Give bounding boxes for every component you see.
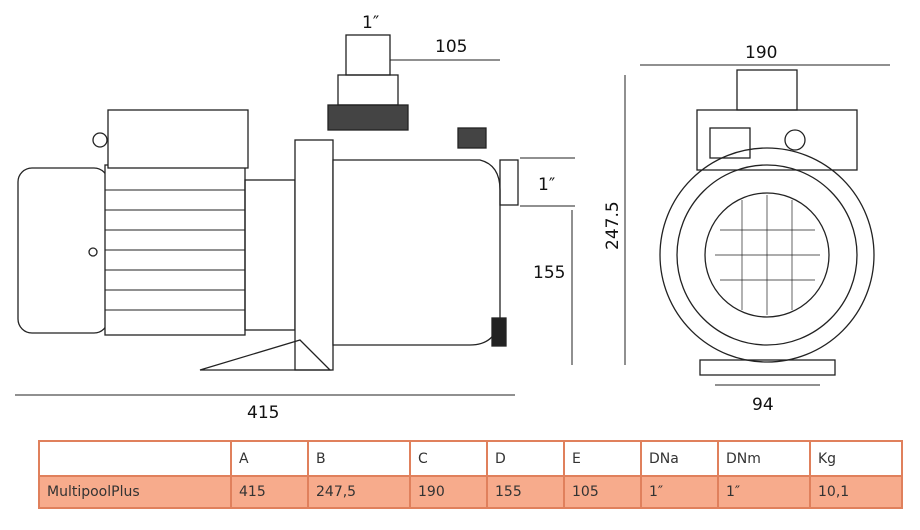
- header-cell: A: [230, 440, 309, 477]
- table-row: MultipoolPlus 415 247,5 190 155 105 1″ 1…: [38, 475, 903, 509]
- value-cell: 10,1: [809, 475, 903, 509]
- value-cell: 1″: [640, 475, 719, 509]
- header-cell: Kg: [809, 440, 903, 477]
- header-cell: E: [563, 440, 642, 477]
- pump-technical-drawing: 1″ 105 1″ 155 415 190 247.5 94: [15, 13, 890, 423]
- value-cell: 190: [409, 475, 488, 509]
- inlet-offset-label: 105: [435, 37, 467, 57]
- header-cell: C: [409, 440, 488, 477]
- value-cell: 155: [486, 475, 565, 509]
- foot-width-label: 94: [752, 395, 774, 415]
- value-cell: 105: [563, 475, 642, 509]
- inlet-size-label: 1″: [362, 13, 379, 33]
- table-header-row: A B C D E DNa DNm Kg: [38, 440, 903, 477]
- header-cell: D: [486, 440, 565, 477]
- front-view: [659, 69, 875, 376]
- dimensions-table: A B C D E DNa DNm Kg MultipoolPlus 415 2…: [38, 440, 903, 509]
- overall-length-label: 415: [247, 403, 279, 423]
- value-cell: 247,5: [307, 475, 411, 509]
- dimension-lines: [15, 59, 890, 396]
- width-label: 190: [745, 43, 777, 63]
- header-cell: B: [307, 440, 411, 477]
- header-cell: DNa: [640, 440, 719, 477]
- header-cell: [38, 440, 232, 477]
- outlet-height-label: 155: [533, 263, 565, 283]
- model-cell: MultipoolPlus: [38, 475, 232, 509]
- height-label: 247.5: [603, 201, 623, 250]
- side-view: [17, 34, 519, 371]
- value-cell: 1″: [717, 475, 811, 509]
- value-cell: 415: [230, 475, 309, 509]
- outlet-size-label: 1″: [538, 175, 555, 195]
- header-cell: DNm: [717, 440, 811, 477]
